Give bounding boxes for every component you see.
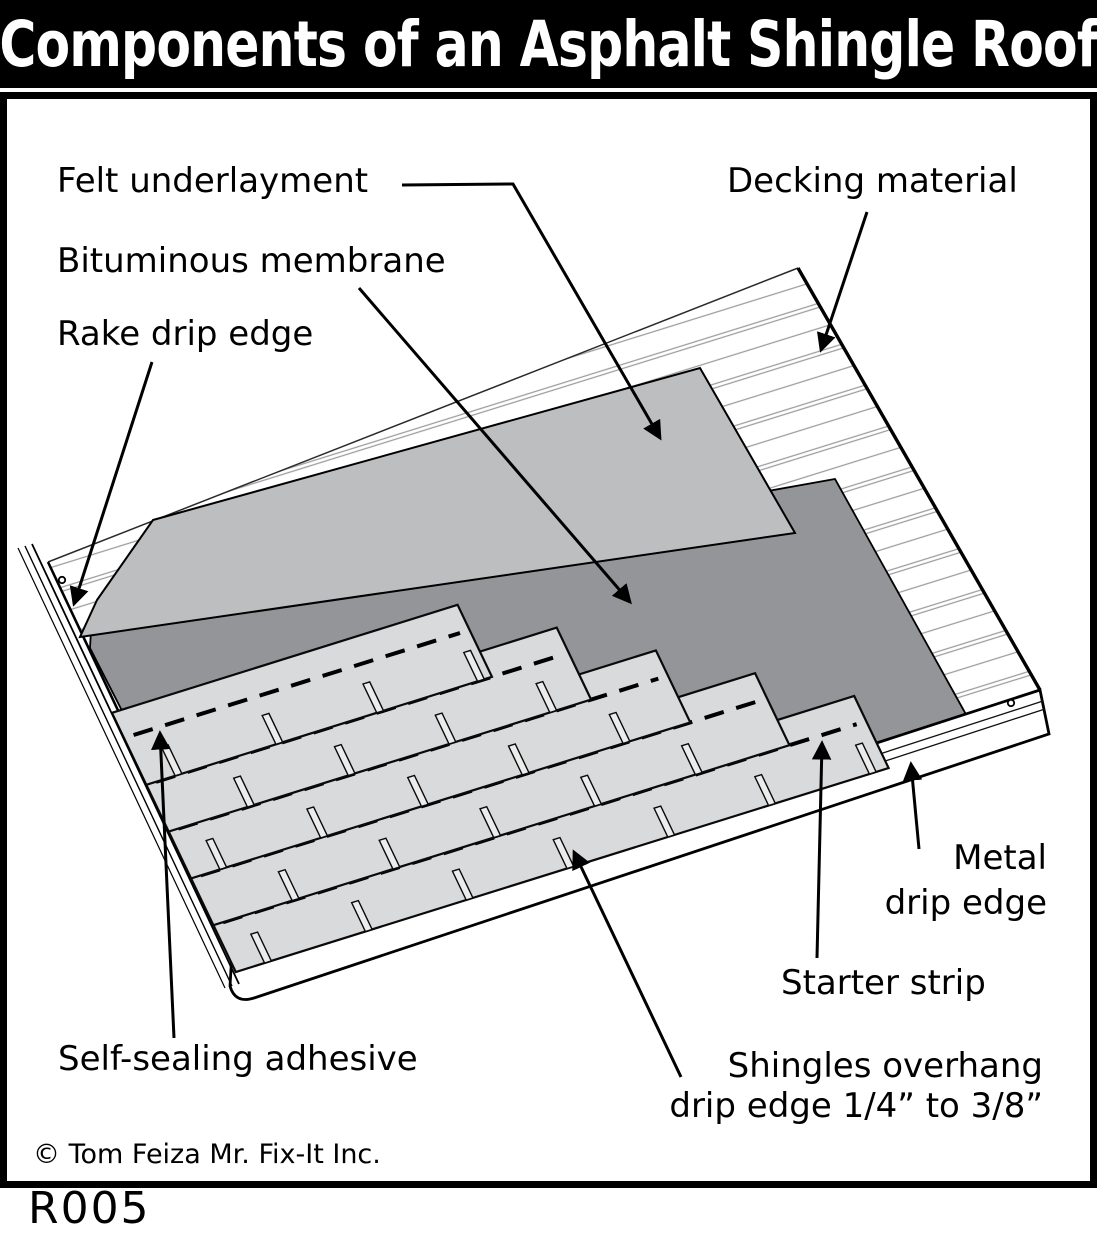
decking-top-edge xyxy=(47,267,799,563)
adhesive-dash-line xyxy=(134,633,460,735)
metal-drip-edge-arrow xyxy=(902,761,923,850)
rake-drip-line-2 xyxy=(24,545,233,987)
felt-underlayment-sheet xyxy=(78,366,797,639)
label-overhang-line-2: drip edge 1/4” to 3/8” xyxy=(669,1086,1043,1126)
eave-nail-icon xyxy=(1006,698,1016,708)
diagram-code: R005 xyxy=(28,1183,151,1234)
label-metal-drip-edge: Metal drip edge xyxy=(885,836,1047,926)
decking-material-arrow xyxy=(816,211,869,353)
bituminous-membrane-arrow xyxy=(357,287,632,605)
title-bar: Components of an Asphalt Shingle Roof xyxy=(0,0,1097,88)
rake-drip-edge xyxy=(17,543,240,989)
label-metal-line-1: Metal xyxy=(953,838,1047,878)
label-shingles-overhang: Shingles overhang drip edge 1/4” to 3/8” xyxy=(669,1046,1043,1126)
rake-drip-line-3 xyxy=(17,547,226,989)
felt-underlayment-arrow xyxy=(401,182,662,441)
label-overhang-line-1: Shingles overhang xyxy=(727,1046,1043,1086)
label-rake-drip-edge: Rake drip edge xyxy=(57,314,314,354)
leader-arrows xyxy=(69,182,923,1078)
label-self-sealing-adhesive: Self-sealing adhesive xyxy=(58,1039,418,1079)
shingles-overhang-arrow xyxy=(572,849,683,1078)
decking-right-edge xyxy=(796,267,1042,691)
label-starter-strip: Starter strip xyxy=(781,963,986,1003)
shingle-field xyxy=(112,509,889,972)
page-title: Components of an Asphalt Shingle Roof xyxy=(0,7,1097,81)
label-bituminous-membrane: Bituminous membrane xyxy=(57,241,446,281)
starter-strip-arrow xyxy=(811,740,832,959)
label-metal-line-2: drip edge xyxy=(884,883,1047,923)
rake-drip-line-1 xyxy=(31,543,240,985)
rake-nail-icon xyxy=(57,575,67,585)
label-felt-underlayment: Felt underlayment xyxy=(57,161,369,201)
copyright-text: © Tom Feiza Mr. Fix-It Inc. xyxy=(33,1139,381,1170)
rake-drip-edge-arrow xyxy=(69,361,154,607)
label-decking-material: Decking material xyxy=(727,161,1018,201)
self-sealing-adhesive-arrow xyxy=(151,730,176,1039)
